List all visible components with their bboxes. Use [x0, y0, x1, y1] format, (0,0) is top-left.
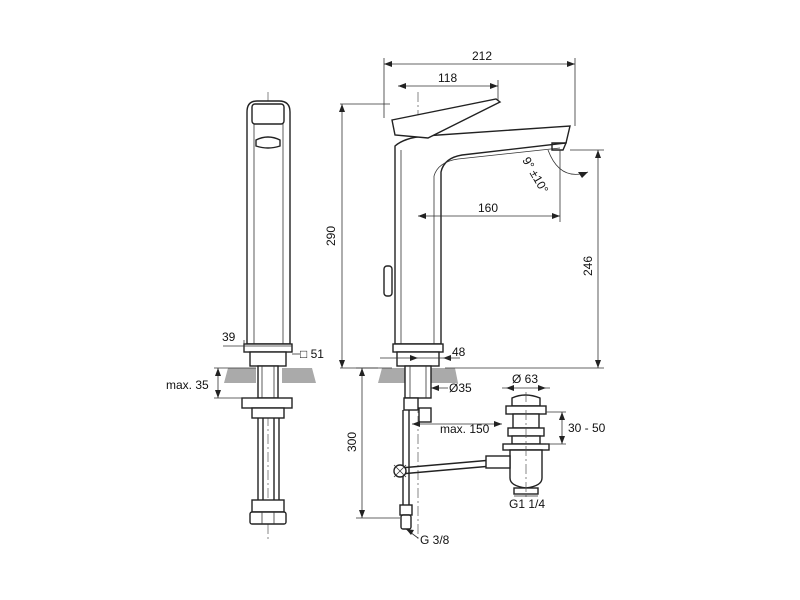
- shank-diameter-label: Ø35: [449, 381, 472, 395]
- side-view: 39 □ 51 max. 35: [166, 92, 324, 540]
- front-view: 212 118 290 160 246 9° ±10°: [324, 49, 606, 547]
- total-height-label: 290: [324, 226, 338, 246]
- side-counter-hatch: [224, 368, 316, 383]
- front-counter-hatch: [378, 368, 458, 383]
- front-lever-handle: [391, 98, 502, 139]
- spout-height-label: 246: [581, 256, 595, 276]
- overall-width-label: 212: [472, 49, 492, 63]
- hose-thread-label: G 3/8: [420, 533, 450, 547]
- hose-length-label: 300: [345, 432, 359, 452]
- aerator-outlet: [551, 142, 568, 151]
- spout-angle-label: 9° ±10°: [519, 155, 551, 196]
- pop-up-rod-knob: [383, 265, 393, 297]
- spout-reach-label: 160: [478, 201, 498, 215]
- front-base-offset-label: 48: [452, 345, 466, 359]
- handle-reach-label: 118: [438, 71, 457, 85]
- side-lever-icon: [255, 136, 281, 149]
- waste-cap-diameter-label: Ø 63: [512, 372, 538, 386]
- side-base-width-label: 39: [222, 330, 236, 344]
- waste-thread-label: G1 1/4: [509, 497, 545, 511]
- side-base-square-label: □ 51: [300, 347, 324, 361]
- front-view-body: [394, 125, 571, 345]
- waste-height-range-label: 30 - 50: [568, 421, 606, 435]
- side-view-body: [246, 100, 291, 345]
- waste-assembly: [485, 392, 550, 500]
- max-counter-thickness-label: max. 35: [166, 378, 209, 392]
- max-rod-length-label: max. 150: [440, 422, 490, 436]
